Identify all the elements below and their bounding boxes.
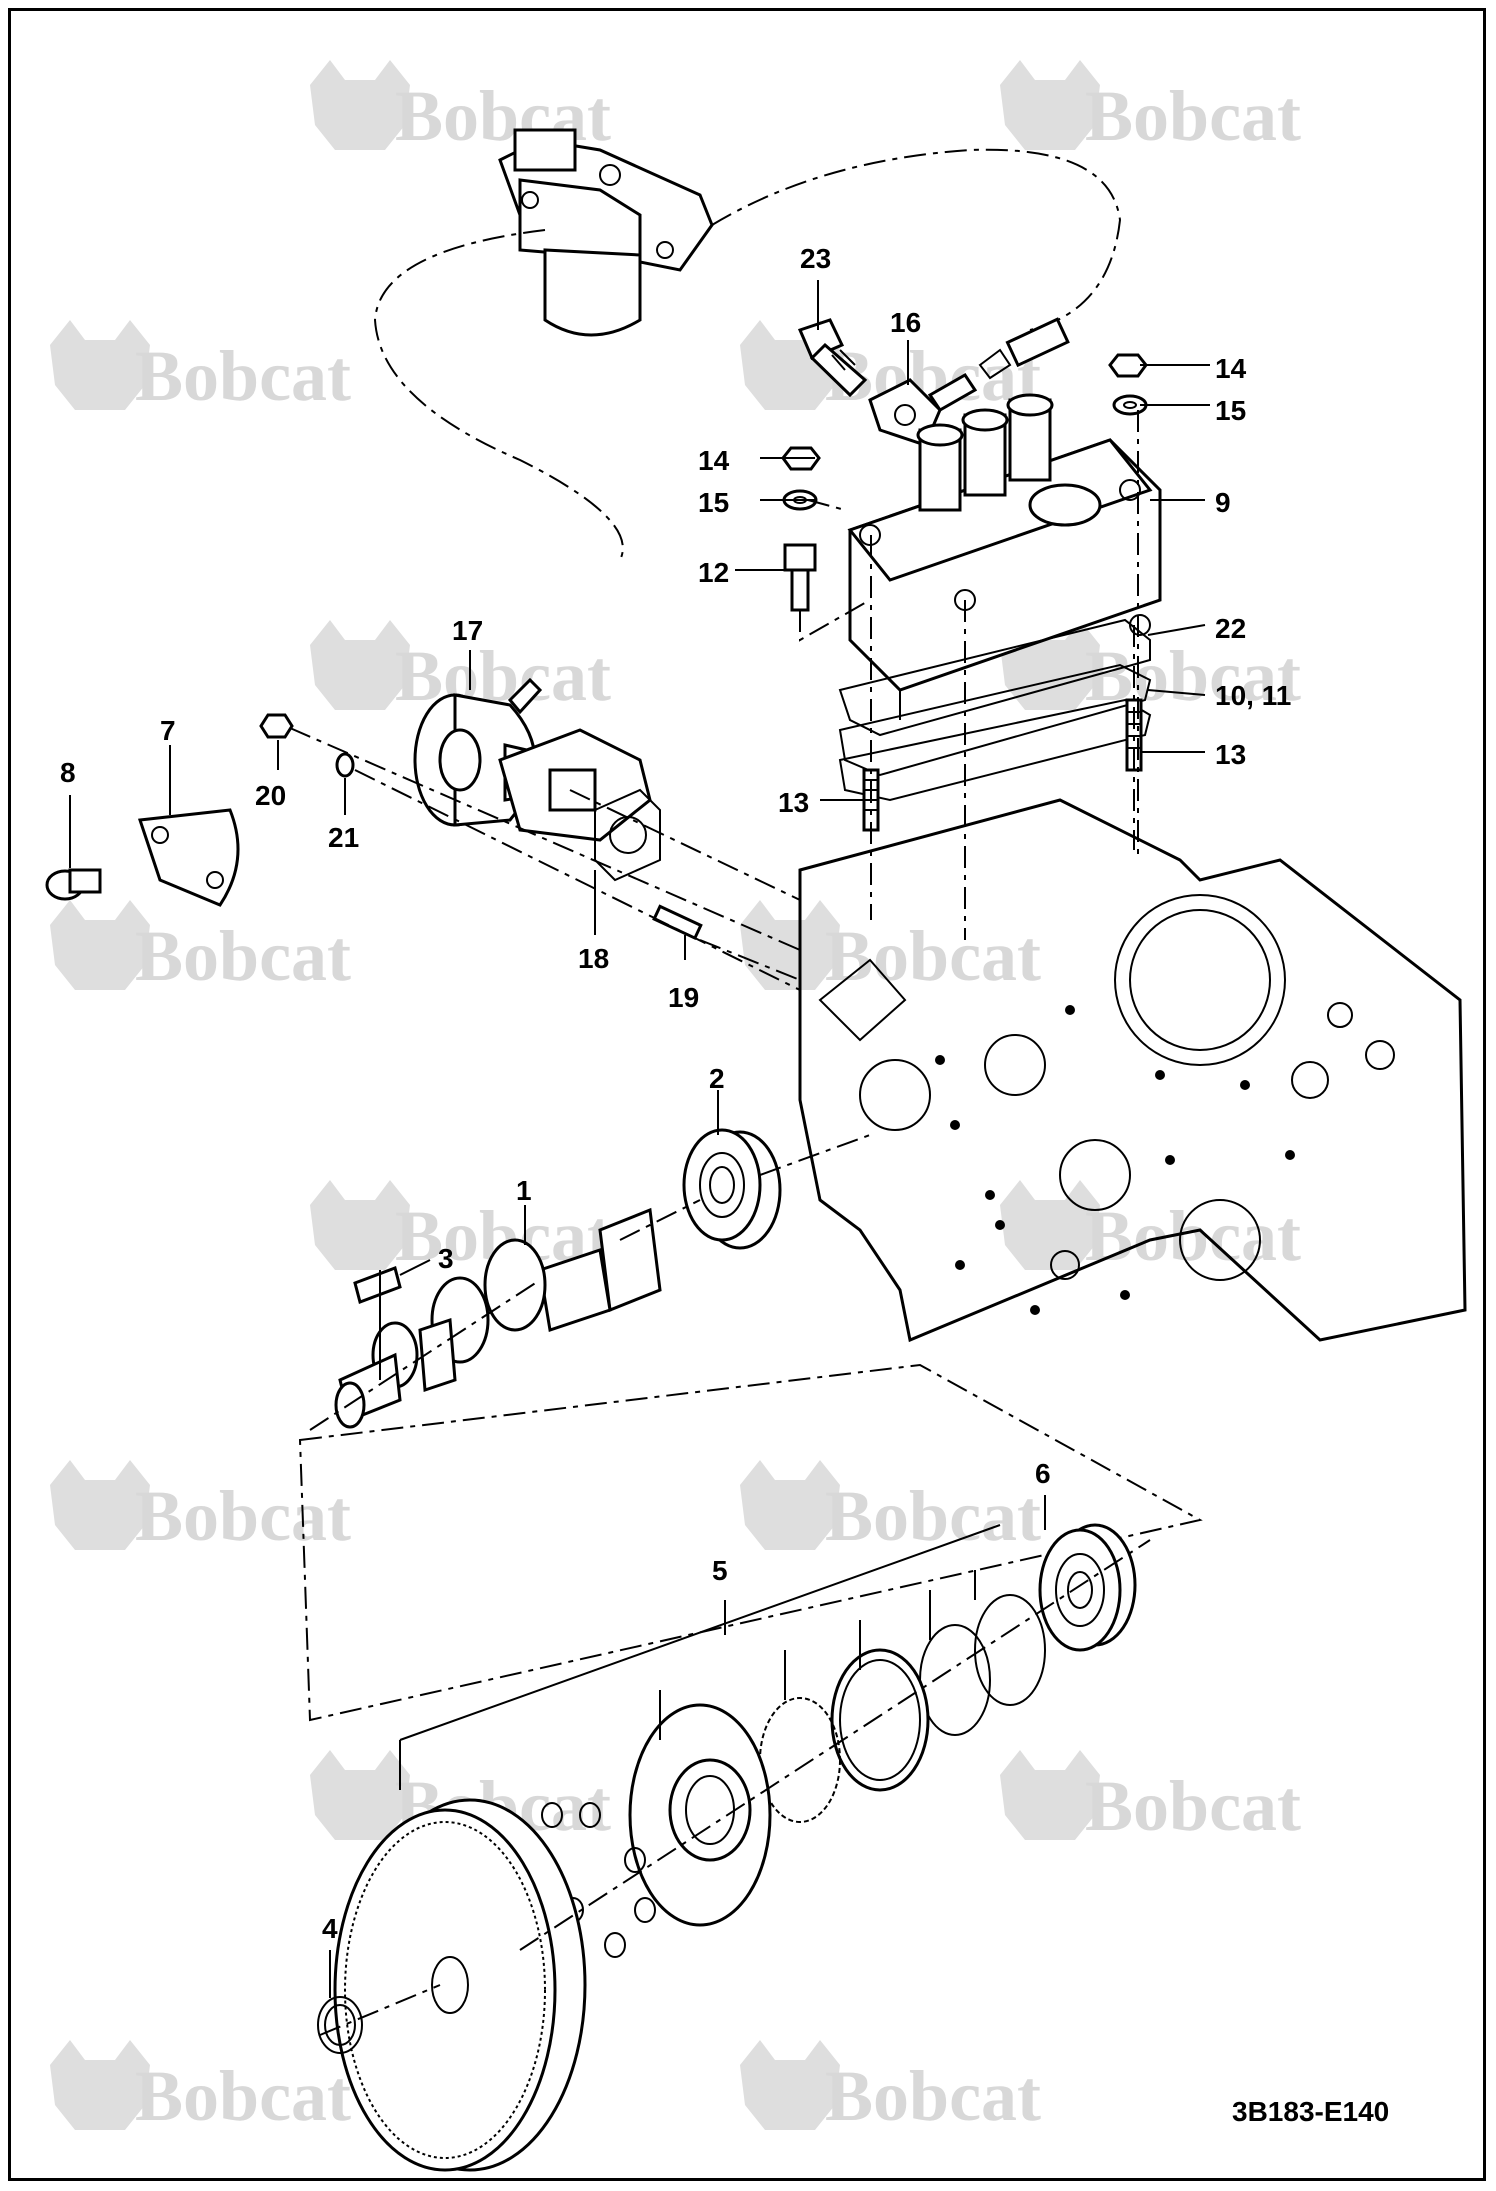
cover-plate-7 — [137, 808, 240, 907]
callout-13-right: 13 — [1215, 739, 1246, 770]
fuel-line-route-2 — [711, 148, 1122, 331]
callout-leaders — [69, 280, 1210, 1998]
svg-text:Bobcat: Bobcat — [1085, 76, 1301, 156]
callout-5: 5 — [712, 1555, 728, 1586]
shim-10-11 — [838, 663, 1152, 777]
callout-21: 21 — [328, 822, 359, 853]
hub-plate — [628, 1703, 772, 1927]
bobcat-watermark: Bobcat — [50, 900, 351, 996]
callout-20: 20 — [255, 780, 286, 811]
stud-19 — [652, 904, 703, 941]
bobcat-watermark: Bobcat — [740, 900, 1041, 996]
callout-9: 9 — [1215, 487, 1231, 518]
banjo-bolt-23 — [797, 318, 868, 398]
retainer-6 — [1038, 1523, 1137, 1652]
bobcat-watermark: Bobcat — [1000, 1750, 1301, 1846]
bobcat-watermark: Bobcat — [50, 320, 351, 416]
callout-15-right: 15 — [1215, 395, 1246, 426]
bearing-ring — [830, 1648, 930, 1792]
o-ring-b — [919, 1624, 991, 1736]
pins — [541, 1802, 656, 1958]
callout-19: 19 — [668, 982, 699, 1013]
pump-assembly-lines — [799, 410, 1139, 940]
washer-21 — [335, 752, 355, 778]
camshaft-gear — [333, 1798, 587, 2172]
bobcat-watermark: Bobcat — [50, 2040, 351, 2136]
o-ring-a — [974, 1594, 1046, 1706]
callout-23: 23 — [800, 243, 831, 274]
callout-17: 17 — [452, 615, 483, 646]
engine-block — [798, 798, 1467, 1343]
callout-16: 16 — [890, 307, 921, 338]
bobcat-watermark: Bobcat — [310, 60, 611, 156]
svg-text:Bobcat: Bobcat — [1085, 1196, 1301, 1276]
shim-lower — [838, 698, 1152, 802]
svg-text:Bobcat: Bobcat — [1085, 1766, 1301, 1846]
callout-14-right: 14 — [1215, 353, 1247, 384]
bolt-12 — [783, 543, 817, 612]
bolt-8 — [45, 868, 102, 901]
callout-7: 7 — [160, 715, 176, 746]
svg-text:Bobcat: Bobcat — [135, 336, 351, 416]
callout-12: 12 — [698, 557, 729, 588]
diagram-frame — [8, 8, 1486, 2181]
gear-group-box — [298, 1363, 1203, 1722]
callout-14-left: 14 — [698, 445, 730, 476]
svg-text:Bobcat: Bobcat — [395, 76, 611, 156]
svg-text:Bobcat: Bobcat — [1085, 636, 1301, 716]
callout-10-11: 10, 11 — [1215, 680, 1291, 711]
camshaft-axis — [309, 1134, 871, 1431]
svg-text:Bobcat: Bobcat — [825, 1476, 1041, 1556]
injection-pump-9 — [847, 393, 1162, 720]
bobcat-watermark: Bobcat — [740, 2040, 1041, 2136]
bobcat-watermark: Bobcat — [50, 1460, 351, 1556]
callout-22: 22 — [1215, 613, 1246, 644]
document-id: 3B183-E140 — [1232, 2096, 1390, 2127]
governor-housing-17 — [413, 677, 572, 827]
camshaft-1 — [334, 1207, 662, 1429]
svg-text:Bobcat: Bobcat — [825, 916, 1041, 996]
svg-text:Bobcat: Bobcat — [135, 1476, 351, 1556]
hose-clamp — [978, 317, 1070, 380]
svg-text:Bobcat: Bobcat — [135, 2056, 351, 2136]
bobcat-watermark: Bobcat — [1000, 1180, 1301, 1276]
callout-15-left: 15 — [698, 487, 729, 518]
callout-8: 8 — [60, 757, 76, 788]
leader-5 — [399, 1524, 1001, 1790]
bobcat-watermark: Bobcat — [1000, 60, 1301, 156]
svg-text:Bobcat: Bobcat — [135, 916, 351, 996]
callout-1: 1 — [516, 1175, 532, 1206]
bobcat-watermark: Bobcat — [740, 1460, 1041, 1556]
key-3 — [353, 1266, 402, 1304]
gasket-22 — [838, 618, 1151, 737]
callout-2: 2 — [709, 1063, 725, 1094]
nut-20 — [259, 713, 294, 739]
fuel-filter — [498, 128, 714, 337]
svg-text:Bobcat: Bobcat — [825, 2056, 1041, 2136]
bearing-2 — [682, 1128, 782, 1250]
circlip-4 — [317, 1996, 363, 2054]
callout-6: 6 — [1035, 1458, 1051, 1489]
callout-18: 18 — [578, 943, 609, 974]
callout-4: 4 — [322, 1913, 338, 1944]
callout-3: 3 — [438, 1243, 454, 1274]
fuel-line-route — [373, 229, 624, 561]
gear-axis — [319, 1539, 1151, 2036]
governor-assembly-lines — [289, 727, 801, 991]
nut-14-right — [1108, 353, 1148, 378]
callout-13-left: 13 — [778, 787, 809, 818]
needle-bearing — [759, 1697, 841, 1823]
